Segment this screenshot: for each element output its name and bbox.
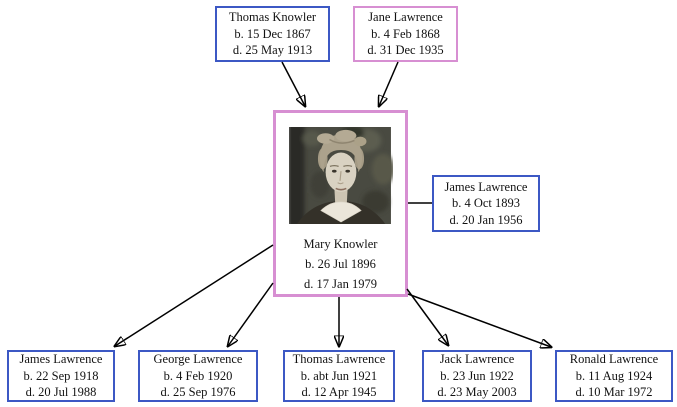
mary-knowler-portrait-photo bbox=[288, 127, 393, 224]
person-name: George Lawrence bbox=[153, 352, 243, 367]
person-name: Thomas Knowler bbox=[228, 10, 317, 25]
person-box-child-george[interactable]: George Lawrence b. 4 Feb 1920 d. 25 Sep … bbox=[138, 350, 258, 402]
edge-mother-to-subject bbox=[379, 61, 399, 106]
person-name: Jane Lawrence bbox=[368, 10, 443, 25]
person-death: d. 25 May 1913 bbox=[232, 43, 313, 58]
person-death: d. 31 Dec 1935 bbox=[367, 43, 444, 58]
person-box-child-ronald[interactable]: Ronald Lawrence b. 11 Aug 1924 d. 10 Mar… bbox=[555, 350, 673, 402]
person-name: Jack Lawrence bbox=[439, 352, 515, 367]
person-birth: b. 22 Sep 1918 bbox=[23, 368, 99, 383]
edge-subject-to-george bbox=[228, 282, 274, 346]
person-birth: b. 26 Jul 1896 bbox=[305, 257, 376, 271]
person-death: d. 20 Jan 1956 bbox=[449, 212, 523, 227]
person-box-subject[interactable]: Mary Knowler b. 26 Jul 1896 d. 17 Jan 19… bbox=[273, 110, 408, 297]
person-birth: b. 4 Oct 1893 bbox=[451, 196, 521, 211]
person-box-spouse[interactable]: James Lawrence b. 4 Oct 1893 d. 20 Jan 1… bbox=[432, 175, 540, 232]
person-birth: b. abt Jun 1921 bbox=[300, 368, 378, 383]
person-box-mother[interactable]: Jane Lawrence b. 4 Feb 1868 d. 31 Dec 19… bbox=[353, 6, 458, 62]
person-box-father[interactable]: Thomas Knowler b. 15 Dec 1867 d. 25 May … bbox=[215, 6, 330, 62]
person-name: Ronald Lawrence bbox=[569, 352, 659, 367]
person-box-child-thomas[interactable]: Thomas Lawrence b. abt Jun 1921 d. 12 Ap… bbox=[283, 350, 395, 402]
person-death: d. 25 Sep 1976 bbox=[160, 385, 236, 400]
person-death: d. 17 Jan 1979 bbox=[304, 277, 377, 291]
person-death: d. 10 Mar 1972 bbox=[575, 385, 653, 400]
person-name: James Lawrence bbox=[444, 179, 528, 194]
person-birth: b. 23 Jun 1922 bbox=[440, 368, 514, 383]
edge-subject-to-james bbox=[115, 244, 274, 346]
edge-subject-to-jack bbox=[406, 288, 448, 345]
person-box-child-jack[interactable]: Jack Lawrence b. 23 Jun 1922 d. 23 May 2… bbox=[422, 350, 532, 402]
person-birth: b. 4 Feb 1920 bbox=[163, 368, 233, 383]
person-box-child-james[interactable]: James Lawrence b. 22 Sep 1918 d. 20 Jul … bbox=[7, 350, 115, 402]
edge-father-to-subject bbox=[281, 61, 305, 106]
person-birth: b. 15 Dec 1867 bbox=[234, 26, 311, 41]
person-birth: b. 11 Aug 1924 bbox=[575, 368, 653, 383]
edge-subject-to-ronald bbox=[407, 293, 551, 347]
person-death: d. 23 May 2003 bbox=[437, 385, 517, 400]
person-name: James Lawrence bbox=[19, 352, 103, 367]
person-death: d. 12 Apr 1945 bbox=[301, 385, 377, 400]
person-birth: b. 4 Feb 1868 bbox=[371, 26, 440, 41]
person-name: Thomas Lawrence bbox=[292, 352, 386, 367]
person-death: d. 20 Jul 1988 bbox=[25, 385, 97, 400]
person-name: Mary Knowler bbox=[303, 237, 378, 251]
